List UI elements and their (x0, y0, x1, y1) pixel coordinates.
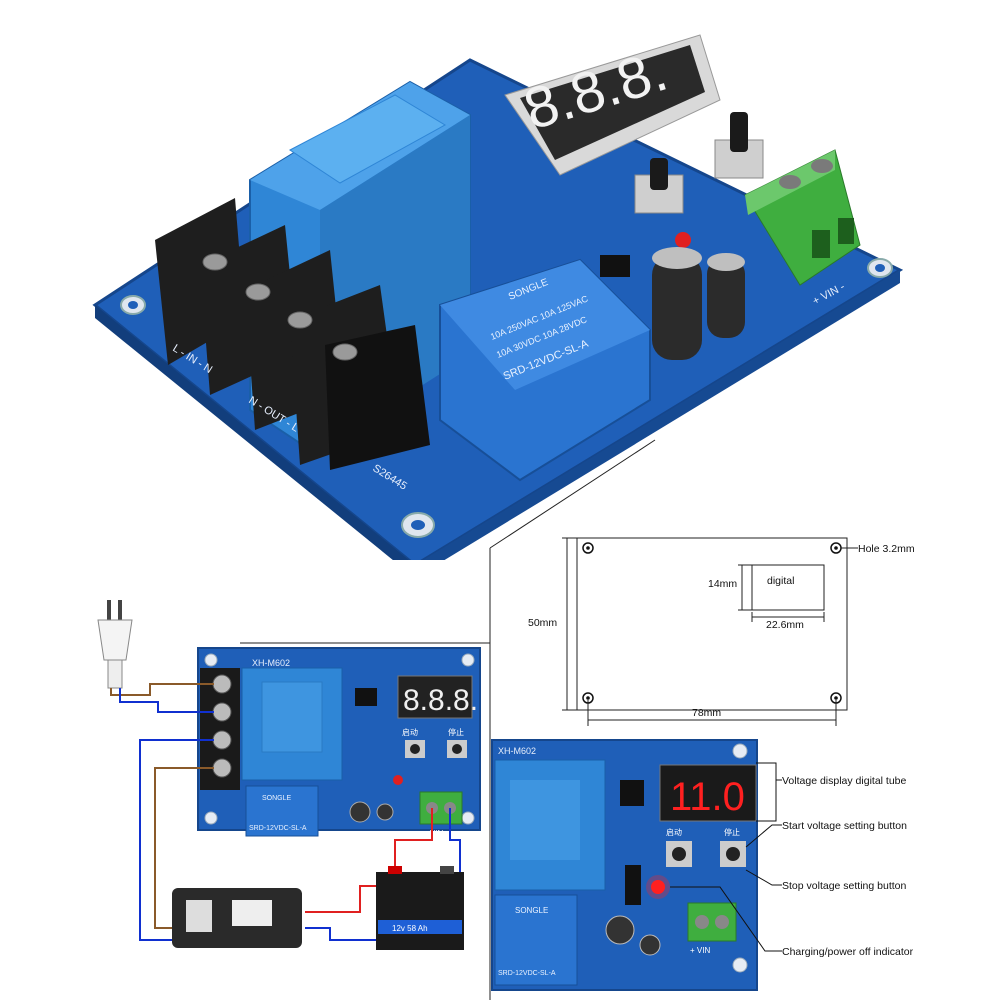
hero-vin-terminal (744, 149, 861, 286)
callout-button-start-label: 启动 (666, 827, 682, 837)
hero-board-photo: 8.8.8. + VIN - SONGLE 10A (92, 34, 904, 578)
dimension-diagram: Hole 3.2mm digital 14mm 22.6mm 50mm 78mm (520, 530, 1000, 730)
wiring-diagram: XH-M602 8.8.8. 启动 停止 SONGLE SRD-12VDC-SL… (0, 590, 490, 1000)
callout-relay-model: SRD-12VDC-SL-A (498, 970, 556, 977)
wiring-vin-label: + VIN - (423, 829, 448, 838)
callout-capacitor (639, 934, 661, 956)
wiring-relay-brand: SONGLE (262, 795, 292, 802)
hero-digital-display (504, 34, 721, 176)
hero-button[interactable] (634, 158, 684, 214)
wiring-relay (245, 785, 319, 837)
digital-outline (751, 564, 825, 611)
hero-screw (202, 253, 358, 361)
callout-display-digits: 11.0 (670, 775, 745, 819)
callout-relay-brand: SONGLE (515, 906, 548, 915)
wiring-button[interactable] (405, 740, 425, 758)
wiring-button-stop-label: 停止 (448, 727, 464, 737)
hero-relay (439, 258, 651, 482)
callout-mount-hole (732, 743, 748, 759)
callout-label-stop: Stop voltage setting button (782, 880, 906, 892)
hole-label: Hole 3.2mm (858, 543, 915, 555)
board-width-label: 78mm (692, 707, 721, 719)
callout-capacitor (605, 915, 635, 945)
callout-model: XH-M602 (498, 746, 536, 756)
callout-ic-chip (620, 780, 644, 806)
wiring-capacitor (376, 803, 394, 821)
wiring-battery (376, 866, 464, 950)
wiring-button-start-label: 启动 (402, 727, 418, 737)
wiring-wires (110, 683, 461, 941)
hero-capacitor (707, 253, 745, 338)
board-outline (576, 537, 848, 711)
hero-indicator-led (675, 232, 691, 248)
wiring-battery-label: 12v 58 Ah (392, 924, 428, 933)
wiring-indicator-led (393, 775, 403, 785)
callout-relay (494, 894, 578, 986)
wiring-digital-display (397, 675, 473, 719)
wiring-ic-chip (355, 688, 377, 706)
callout-vin-label: + VIN (690, 946, 710, 955)
board-height-label: 50mm (528, 617, 557, 629)
wiring-button[interactable] (447, 740, 467, 758)
wiring-display-digits: 8.8.8. (403, 684, 478, 717)
wiring-charger (172, 888, 302, 948)
digital-label: digital (767, 575, 794, 587)
callout-digital-display (659, 764, 757, 822)
wiring-screw (212, 674, 232, 778)
hero-ic-chip (600, 255, 630, 277)
digital-height-label: 14mm (708, 578, 737, 590)
ac-plug (97, 600, 133, 689)
hero-capacitor (652, 247, 702, 360)
hero-button[interactable] (714, 112, 764, 179)
callout-button-stop-label: 停止 (724, 827, 740, 837)
wiring-model: XH-M602 (252, 658, 290, 668)
callout-leaders (670, 762, 782, 952)
callout-indicator-led (651, 880, 665, 894)
callout-label-start: Start voltage setting button (782, 820, 907, 832)
hero-screw-terminal-block (155, 198, 430, 470)
callout-mount-hole (732, 957, 748, 973)
callout-label-display: Voltage display digital tube (782, 775, 906, 787)
callout-start-button[interactable] (666, 841, 692, 867)
callout-diagram: XH-M602 11.0 启动 停止 SONGLE SRD-12VDC-SL-A… (490, 735, 1000, 1000)
wiring-capacitor (349, 801, 371, 823)
wiring-relay-model: SRD-12VDC-SL-A (249, 825, 307, 832)
callout-label-indicator: Charging/power off indicator (782, 946, 914, 958)
digital-width-label: 22.6mm (766, 619, 804, 631)
callout-stop-button[interactable] (720, 841, 746, 867)
